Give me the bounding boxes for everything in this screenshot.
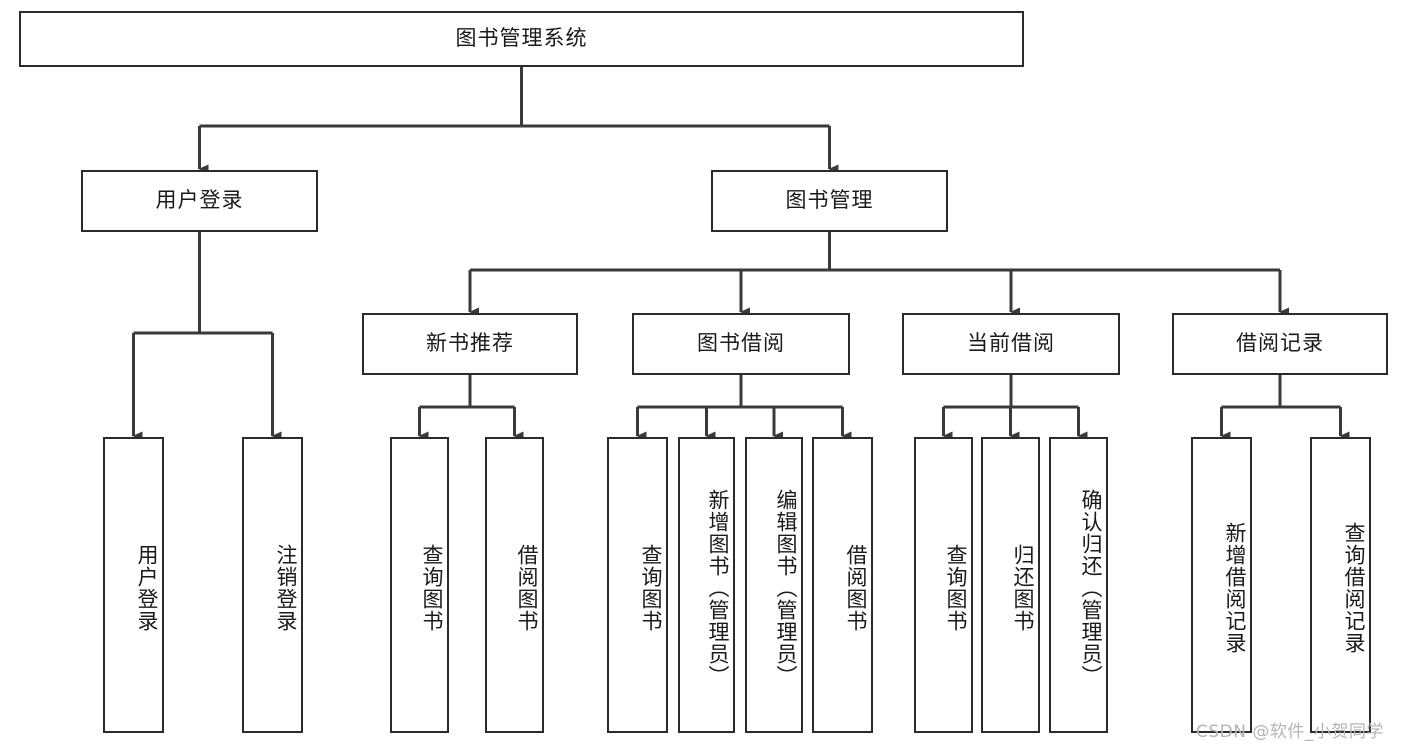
node-label: 查询借阅记录	[1342, 522, 1366, 654]
node-label: 用户登录	[135, 544, 159, 632]
node-label: 借阅图书	[844, 544, 868, 632]
node-leaf-br-query[interactable]: 查询借阅记录	[1310, 437, 1371, 733]
node-label: 新增图书（管理员）	[706, 489, 730, 687]
node-leaf-bb-query[interactable]: 查询图书	[607, 437, 668, 733]
node-leaf-user-logout[interactable]: 注销登录	[242, 437, 303, 733]
node-label: 查询图书	[420, 544, 444, 632]
node-label: 图书管理系统	[455, 26, 588, 51]
node-label: 用户登录	[155, 188, 244, 213]
node-label: 查询图书	[639, 544, 663, 632]
node-leaf-bb-borrow[interactable]: 借阅图书	[812, 437, 873, 733]
node-leaf-cb-confirm[interactable]: 确认归还（管理员）	[1049, 437, 1108, 733]
node-label: 当前借阅	[967, 331, 1055, 356]
node-label: 借阅记录	[1236, 331, 1324, 356]
node-label: 注销登录	[274, 544, 298, 632]
node-label: 图书借阅	[697, 331, 785, 356]
node-leaf-bb-add[interactable]: 新增图书（管理员）	[678, 437, 735, 733]
node-leaf-cb-return[interactable]: 归还图书	[981, 437, 1040, 733]
node-label: 确认归还（管理员）	[1079, 489, 1103, 687]
node-user-login[interactable]: 用户登录	[81, 170, 318, 232]
node-book-borrow[interactable]: 图书借阅	[632, 313, 850, 375]
node-new-book-rec[interactable]: 新书推荐	[362, 313, 578, 375]
csdn-watermark: CSDN @软件_小贺同学	[1196, 722, 1384, 742]
node-leaf-user-login[interactable]: 用户登录	[103, 437, 164, 733]
node-current-borrow[interactable]: 当前借阅	[902, 313, 1120, 375]
node-leaf-rec-borrow[interactable]: 借阅图书	[485, 437, 544, 733]
node-book-manage[interactable]: 图书管理	[711, 170, 948, 232]
node-leaf-bb-edit[interactable]: 编辑图书（管理员）	[745, 437, 803, 733]
node-label: 查询图书	[944, 544, 968, 632]
node-leaf-cb-query[interactable]: 查询图书	[914, 437, 973, 733]
node-borrow-record[interactable]: 借阅记录	[1172, 313, 1388, 375]
node-label: 编辑图书（管理员）	[774, 489, 798, 687]
node-label: 归还图书	[1011, 544, 1035, 632]
node-label: 借阅图书	[515, 544, 539, 632]
node-leaf-rec-query[interactable]: 查询图书	[390, 437, 449, 733]
node-root[interactable]: 图书管理系统	[19, 11, 1024, 67]
node-label: 新书推荐	[426, 331, 514, 356]
node-leaf-br-add[interactable]: 新增借阅记录	[1191, 437, 1252, 733]
node-label: 图书管理	[785, 188, 874, 213]
node-label: 新增借阅记录	[1223, 522, 1247, 654]
